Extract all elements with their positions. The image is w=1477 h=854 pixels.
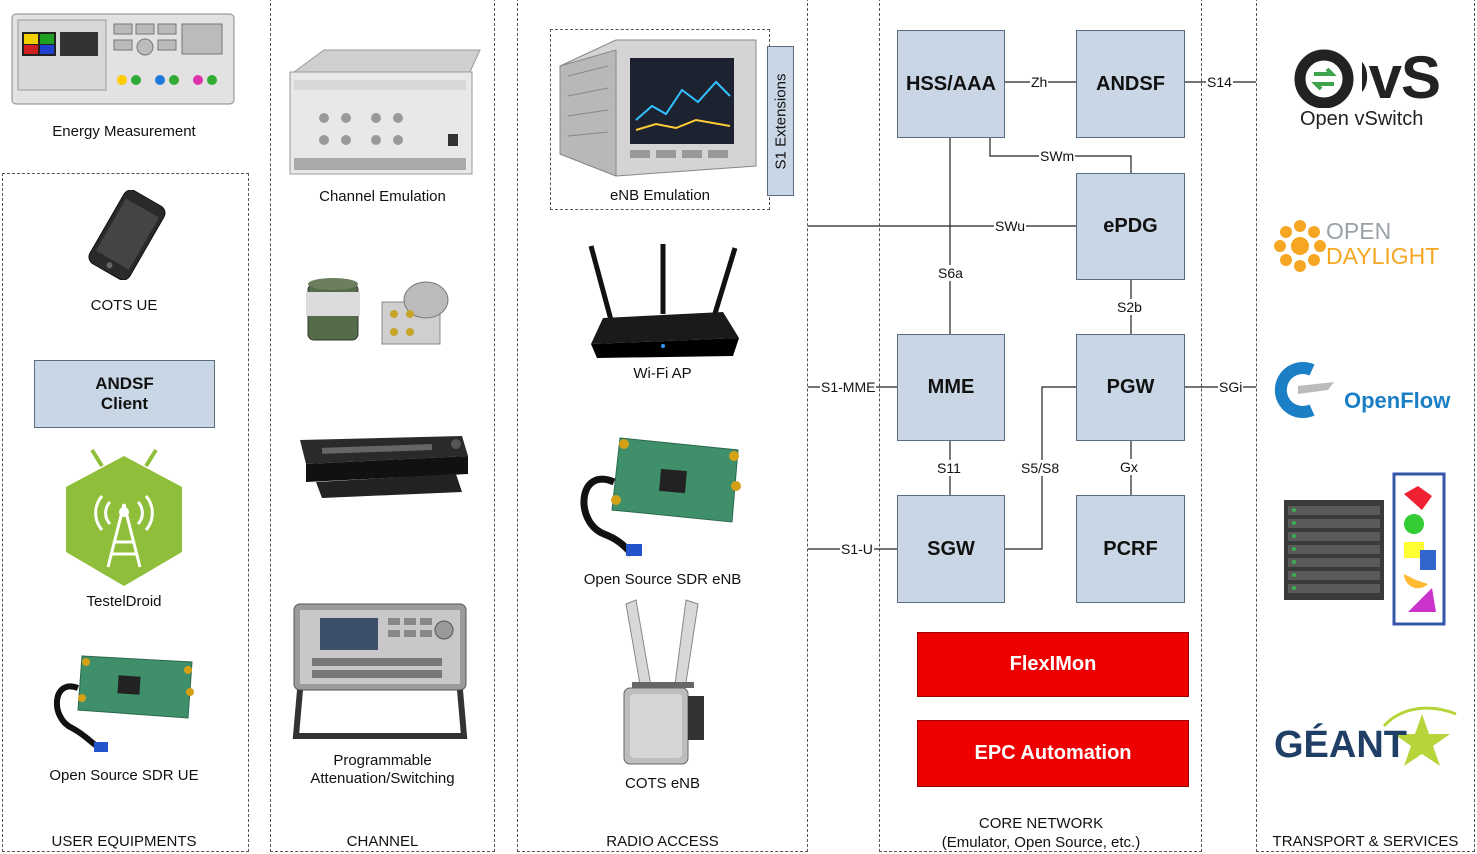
ovs-logo: OvS Open vSwitch bbox=[1290, 46, 1440, 136]
enb-emulation-label: eNB Emulation bbox=[609, 187, 711, 204]
channel-frame bbox=[270, 0, 495, 852]
sdr-ue-label: Open Source SDR UE bbox=[49, 767, 199, 784]
wifi-router-image bbox=[583, 240, 743, 360]
cots-enb-image bbox=[612, 596, 712, 772]
radio-access-frame bbox=[517, 0, 808, 852]
s1-extensions-box: S1 Extensions bbox=[767, 46, 794, 196]
geant-logo: GÉANT bbox=[1272, 700, 1462, 780]
mme-node: MME bbox=[897, 334, 1005, 441]
enb-emulator-image bbox=[556, 36, 764, 184]
cots-ue-label: COTS UE bbox=[90, 297, 158, 314]
rf-switches-image bbox=[298, 262, 458, 350]
epc-automation-box: EPC Automation bbox=[917, 720, 1189, 787]
hss-aaa-node: HSS/AAA bbox=[897, 30, 1005, 138]
iface-s5-s8: S5/S8 bbox=[1020, 460, 1061, 476]
sdr-ue-board-image bbox=[42, 648, 202, 758]
smartphone-image bbox=[72, 189, 182, 281]
cots-enb-label: COTS eNB bbox=[624, 775, 700, 792]
epdg-node: ePDG bbox=[1076, 173, 1185, 280]
iface-s6a: S6a bbox=[937, 265, 964, 281]
core-network-frame bbox=[879, 0, 1202, 852]
testeldroid-icon bbox=[58, 442, 190, 590]
iface-sgi: SGi bbox=[1218, 379, 1244, 395]
openflow-logo-text: OpenFlow bbox=[1344, 388, 1451, 413]
user-equipments-title: USER EQUIPMENTS bbox=[51, 833, 197, 850]
channel-title: CHANNEL bbox=[346, 833, 419, 850]
s1-extensions-label: S1 Extensions bbox=[772, 73, 790, 169]
iface-s1-u: S1-U bbox=[840, 541, 874, 557]
andsf-node: ANDSF bbox=[1076, 30, 1185, 138]
geant-logo-text: GÉANT bbox=[1274, 724, 1407, 766]
ovs-logo-subtitle: Open vSwitch bbox=[1300, 108, 1424, 130]
sgw-node: SGW bbox=[897, 495, 1005, 603]
transport-title: TRANSPORT & SERVICES bbox=[1272, 833, 1459, 850]
energy-analyzer-image bbox=[10, 12, 236, 109]
channel-emulator-image bbox=[284, 40, 484, 180]
openflow-logo: OpenFlow bbox=[1272, 360, 1462, 420]
opendaylight-line2: DAYLIGHT bbox=[1326, 243, 1440, 269]
iface-swu: SWu bbox=[994, 218, 1027, 234]
core-network-title: CORE NETWORK (Emulator, Open Source, etc… bbox=[941, 815, 1141, 851]
iface-s1-mme: S1-MME bbox=[820, 379, 877, 395]
radio-access-title: RADIO ACCESS bbox=[606, 833, 719, 850]
opendaylight-logo: OPEN DAYLIGHT bbox=[1270, 216, 1460, 276]
iface-s11: S11 bbox=[936, 460, 962, 476]
attenuator-image bbox=[296, 416, 472, 500]
fleximon-box: FlexIMon bbox=[917, 632, 1189, 697]
iface-s14: S14 bbox=[1206, 74, 1233, 90]
wifi-ap-label: Wi-Fi AP bbox=[633, 365, 692, 382]
opendaylight-line1: OPEN bbox=[1326, 218, 1392, 244]
testeldroid-label: TestelDroid bbox=[86, 593, 162, 610]
sdr-enb-board-image bbox=[568, 430, 748, 560]
servers-services-image bbox=[1280, 470, 1448, 628]
programmable-label: Programmable Attenuation/Switching bbox=[310, 752, 455, 787]
andsf-client-box: ANDSF Client bbox=[34, 360, 215, 428]
iface-zh: Zh bbox=[1030, 74, 1049, 90]
channel-emulation-label: Channel Emulation bbox=[319, 188, 446, 205]
pgw-node: PGW bbox=[1076, 334, 1185, 441]
iface-swm: SWm bbox=[1039, 148, 1076, 164]
ovs-logo-text: OvS bbox=[1322, 44, 1440, 111]
iface-s2b: S2b bbox=[1116, 299, 1143, 315]
energy-measurement-label: Energy Measurement bbox=[52, 123, 196, 140]
user-equipments-frame bbox=[2, 173, 249, 852]
iface-gx: Gx bbox=[1119, 459, 1139, 475]
transport-frame bbox=[1256, 0, 1475, 852]
sdr-enb-label: Open Source SDR eNB bbox=[583, 571, 742, 588]
pcrf-node: PCRF bbox=[1076, 495, 1185, 603]
function-generator-image bbox=[290, 600, 470, 742]
